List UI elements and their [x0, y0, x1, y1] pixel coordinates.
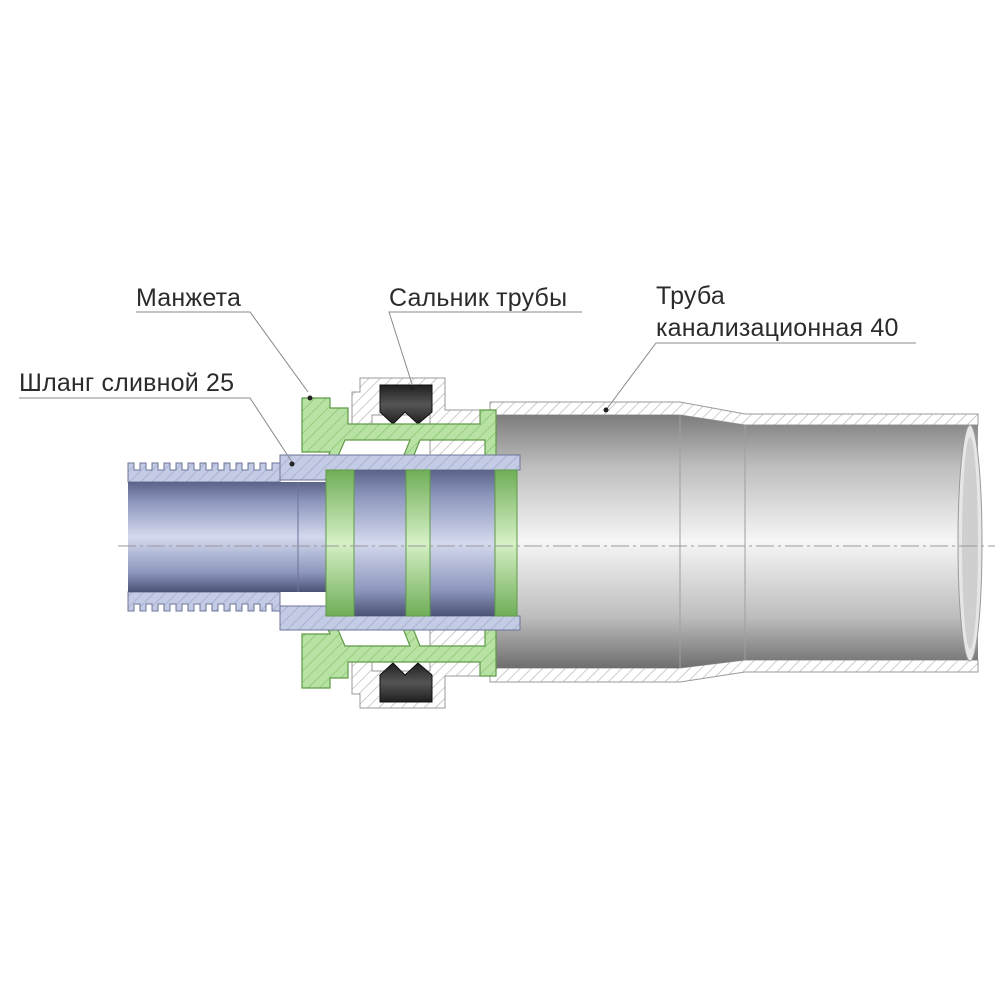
leader-cuff-dot — [307, 395, 313, 401]
leader-seal — [388, 311, 582, 385]
leader-hose — [19, 397, 293, 463]
label-sewer-pipe-line2: канализационная 40 — [656, 314, 899, 342]
label-drain-hose: Шланг сливной 25 — [19, 369, 235, 397]
leader-pipe — [605, 342, 916, 411]
leader-cuff — [136, 311, 309, 393]
leader-seal-dot — [409, 385, 415, 391]
drain-hose — [127, 462, 518, 617]
label-cuff: Манжета — [136, 284, 242, 312]
leader-hose-dot — [289, 461, 295, 467]
label-sewer-pipe-line1: Труба — [656, 282, 725, 310]
pipe-seal — [379, 384, 433, 703]
label-pipe-seal: Сальник трубы — [389, 284, 568, 312]
leader-pipe-dot — [603, 407, 609, 413]
leader-lines — [19, 311, 916, 467]
sewer-pipe — [489, 401, 983, 683]
